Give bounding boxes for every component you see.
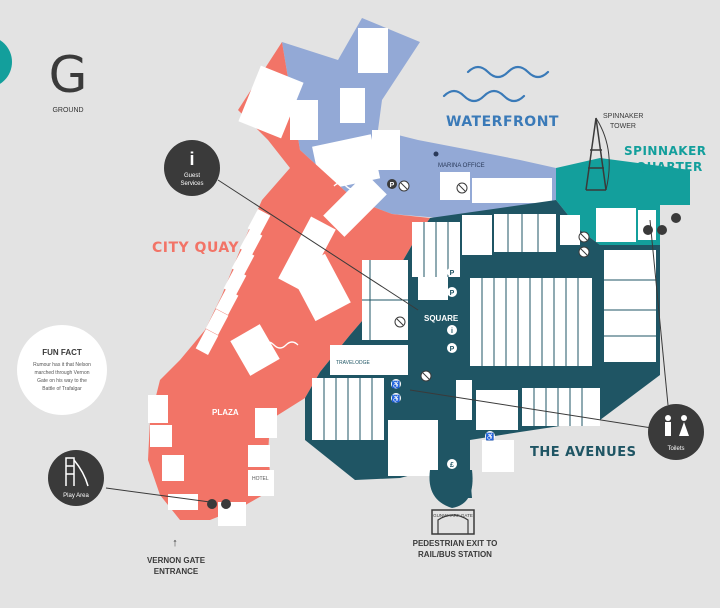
play-area-callout[interactable]: Play Area: [48, 450, 104, 506]
svg-text:i: i: [451, 328, 453, 335]
toilets-icon: [665, 415, 689, 436]
zone-label-plaza[interactable]: PLAZA: [212, 408, 239, 417]
info-icon: i: [189, 149, 194, 169]
vernon-arrow-icon: ↑: [172, 537, 178, 549]
exit-label-2[interactable]: RAIL/BUS STATION: [418, 550, 492, 559]
svg-text:P: P: [450, 346, 455, 353]
svg-text:£: £: [450, 462, 454, 469]
play-area-label: Play Area: [63, 493, 89, 499]
parking-icon[interactable]: P: [387, 179, 397, 189]
exit-label-1[interactable]: PEDESTRIAN EXIT TO: [413, 539, 498, 548]
cash-machine-icon[interactable]: £: [447, 459, 457, 469]
svg-text:♿: ♿: [486, 432, 495, 441]
facility-icons: P P i P ♿ ♿ ♿ £ P: [207, 179, 681, 509]
wheelchair-icon[interactable]: ♿: [391, 379, 401, 389]
svg-text:P: P: [450, 290, 455, 297]
canal-waves-icon: [261, 166, 377, 349]
marina-office-label[interactable]: MARINA OFFICE: [438, 163, 485, 169]
floor-letter: G: [49, 46, 88, 104]
baby-change-icon[interactable]: [643, 213, 681, 235]
floor-selector-partial[interactable]: [0, 36, 12, 88]
wheelchair-icon[interactable]: ♿: [391, 393, 401, 403]
svg-text:P: P: [450, 270, 455, 277]
zone-label-avenues[interactable]: THE AVENUES: [530, 445, 636, 460]
spinnaker-zone: [556, 158, 690, 245]
gunwharf-gate-icon: [431, 509, 475, 535]
parking-icon[interactable]: P: [447, 287, 457, 297]
slide-icon: [65, 457, 89, 487]
fun-fact-line-1: Rumour has it that Nelson: [33, 362, 91, 368]
fun-fact-title: FUN FACT: [42, 348, 82, 357]
guest-services-label-1: Guest: [184, 173, 200, 179]
guest-services-label-2: Services: [180, 181, 203, 187]
fun-fact-callout: FUN FACT Rumour has it that Nelson march…: [17, 325, 107, 415]
spinnaker-tower-label-2: TOWER: [610, 123, 636, 130]
avenues-zone: [305, 200, 660, 508]
travelodge-label[interactable]: TRAVELODGE: [336, 360, 370, 366]
no-smoking-icon[interactable]: [394, 316, 406, 328]
parking-icon[interactable]: P: [447, 267, 457, 277]
zone-label-spinnaker-2[interactable]: QUARTER: [636, 160, 703, 174]
floor-label: GROUND: [52, 107, 83, 114]
spinnaker-tower-label-1: SPINNAKER: [603, 113, 643, 120]
zone-label-waterfront[interactable]: WATERFRONT: [446, 114, 559, 130]
zone-label-spinnaker-1[interactable]: SPINNAKER: [624, 144, 707, 158]
parking-icon[interactable]: P: [447, 343, 457, 353]
toilets-callout[interactable]: Toilets: [648, 404, 704, 460]
svg-text:i: i: [189, 149, 194, 169]
svg-text:♿: ♿: [392, 380, 401, 389]
zone-label-city-quay[interactable]: CITY QUAY: [152, 240, 239, 256]
no-smoking-icon[interactable]: [420, 370, 432, 382]
toilets-label: Toilets: [667, 446, 684, 452]
fun-fact-line-4: Battle of Trafalgar: [42, 386, 82, 392]
no-smoking-icon[interactable]: [456, 182, 468, 194]
gunwharf-gate-label: GUNWHARF GATE: [433, 513, 473, 518]
guest-services-callout[interactable]: i Guest Services: [164, 140, 220, 196]
no-smoking-icon[interactable]: [398, 180, 410, 192]
svg-text:P: P: [390, 182, 395, 189]
svg-text:♿: ♿: [392, 394, 401, 403]
info-icon[interactable]: i: [447, 325, 457, 335]
no-smoking-icon[interactable]: [578, 246, 590, 258]
no-smoking-icon[interactable]: [578, 231, 590, 243]
hotel-label[interactable]: HOTEL: [252, 476, 269, 482]
spinnaker-tower: [585, 117, 610, 191]
city-quay-zone: [148, 42, 430, 526]
fun-fact-line-3: Gate on his way to the: [37, 378, 87, 384]
vernon-gate-label-1[interactable]: VERNON GATE: [147, 556, 206, 565]
waves-icon: [442, 65, 550, 103]
callout-lines: [105, 179, 669, 503]
vernon-gate-label-2[interactable]: ENTRANCE: [154, 567, 199, 576]
zone-label-square[interactable]: SQUARE: [424, 314, 459, 323]
fun-fact-line-2: marched through Vernon: [34, 370, 89, 376]
wheelchair-icon[interactable]: ♿: [485, 431, 495, 441]
